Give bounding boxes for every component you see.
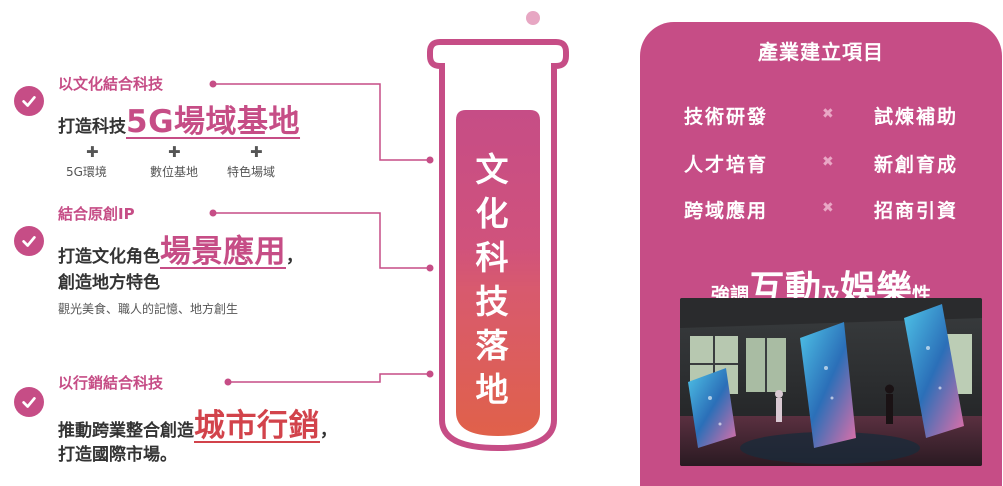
tube-char: 落 — [475, 326, 509, 365]
bubble — [526, 11, 540, 25]
item-2-prefix: 打造文化角色 — [58, 247, 160, 267]
tube-text: 文 化 科 技 落 地 — [470, 148, 514, 412]
digital-art-installation-photo — [680, 298, 982, 466]
sub-item: 特色場域 — [227, 165, 276, 179]
project-item: 跨域應用 — [684, 200, 769, 222]
tube-char: 地 — [475, 370, 509, 409]
panel-title: 產業建立項目 — [758, 40, 884, 64]
multiply-icon: ✖ — [822, 154, 834, 170]
multiply-icon: ✖ — [822, 106, 834, 122]
item-2-line: 打造文化角色場景應用， — [58, 226, 303, 271]
industry-projects-panel: 產業建立項目 技術研發 ✖ 試煉補助 人才培育 ✖ 新創育成 跨域應用 ✖ 招商… — [640, 22, 1002, 486]
item-3-line2: 打造國際市場。 — [58, 445, 177, 465]
project-item: 試煉補助 — [874, 106, 959, 128]
project-item: 新創育成 — [874, 154, 959, 176]
item-2-suffix: ， — [286, 247, 303, 267]
plus-icon: ✚ — [168, 143, 181, 161]
item-1-highlight: 5G場域基地 — [126, 104, 301, 140]
item-3-prefix: 推動跨業整合創造 — [58, 421, 194, 441]
item-1-line: 打造科技5G場域基地 — [58, 96, 300, 141]
sub-item: 5G環境 — [66, 165, 107, 179]
item-2-title: 結合原創IP — [58, 205, 135, 223]
item-1-prefix: 打造科技 — [58, 117, 126, 137]
item-3-title: 以行銷結合科技 — [58, 374, 164, 392]
item-2-sub: 觀光美食、職人的記憶、地方創生 — [58, 302, 239, 316]
plus-icon: ✚ — [86, 143, 99, 161]
item-3-suffix: ， — [320, 421, 337, 441]
check-icon — [14, 226, 44, 256]
tube-char: 文 — [475, 150, 509, 189]
item-3-line: 推動跨業整合創造城市行銷， — [58, 400, 337, 445]
tube-char: 技 — [475, 282, 509, 321]
plus-icon: ✚ — [250, 143, 263, 161]
project-item: 技術研發 — [684, 106, 769, 128]
item-1-title: 以文化結合科技 — [58, 75, 164, 93]
item-3-highlight: 城市行銷 — [194, 408, 320, 444]
check-icon — [14, 387, 44, 417]
tube-char: 化 — [475, 194, 509, 233]
project-item: 招商引資 — [874, 200, 959, 222]
item-2-line2: 創造地方特色 — [58, 273, 160, 293]
multiply-icon: ✖ — [822, 200, 834, 216]
sub-item: 數位基地 — [150, 165, 199, 179]
project-item: 人才培育 — [684, 154, 769, 176]
tube-char: 科 — [475, 238, 509, 277]
check-icon — [14, 86, 44, 116]
item-2-highlight: 場景應用 — [160, 234, 286, 270]
tube-liquid — [456, 110, 540, 436]
